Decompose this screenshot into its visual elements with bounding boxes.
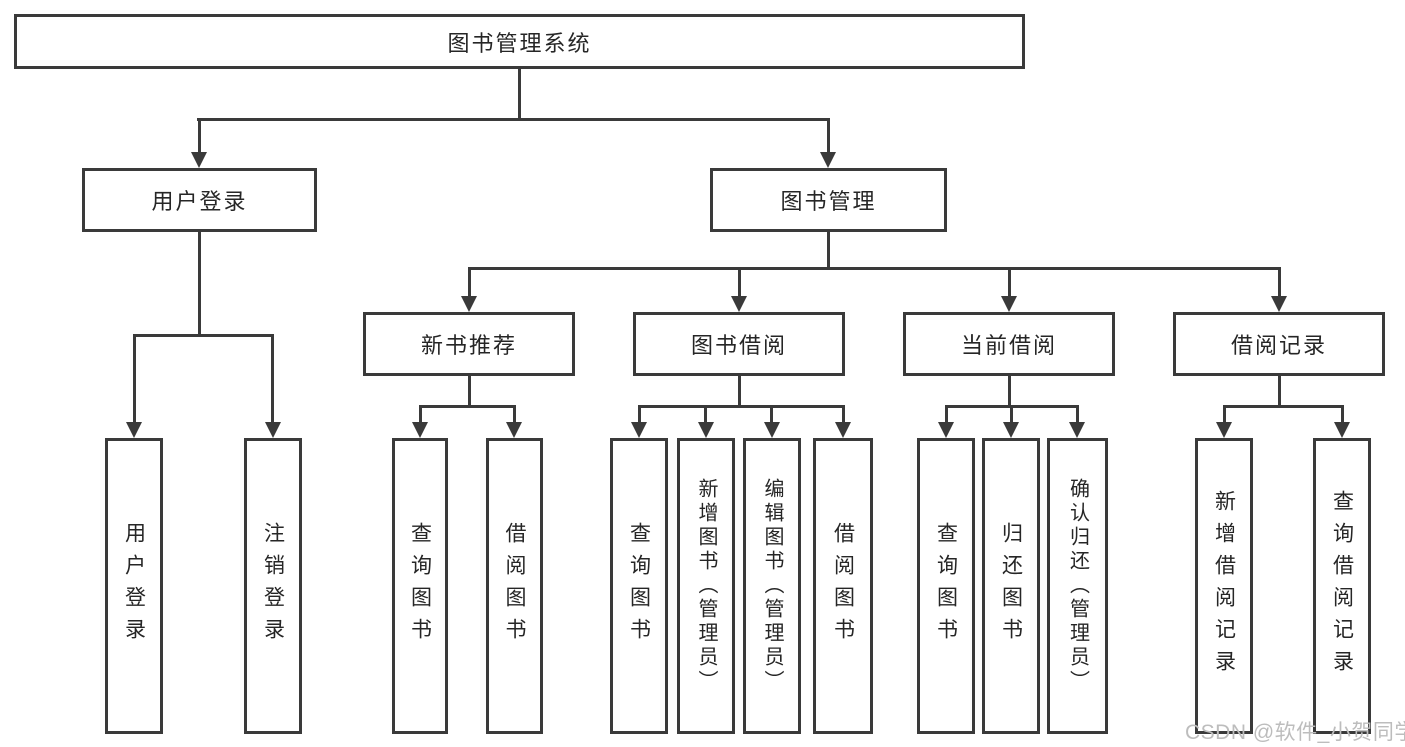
connector-to-cb-confirm — [1076, 405, 1079, 424]
leaf-nb-borrow-books: 借阅图书 — [486, 438, 543, 734]
connector-book-management-stem — [827, 232, 830, 269]
arrowhead-bb-edit — [764, 422, 780, 438]
connector-to-cb-return — [1010, 405, 1013, 424]
leaf-cb-confirm-return: 确认归还（管理员） — [1047, 438, 1108, 734]
arrowhead-cb-return — [1003, 422, 1019, 438]
node-root: 图书管理系统 — [14, 14, 1025, 69]
arrowhead-leaf-user-login — [126, 422, 142, 438]
leaf-bb-query-books: 查询图书 — [610, 438, 668, 734]
leaf-bb-add-books-label: 新增图书（管理员） — [695, 478, 717, 694]
connector-br-bar — [1223, 405, 1343, 408]
connector-to-bb-borrow — [842, 405, 845, 424]
connector-to-bb-edit — [770, 405, 773, 424]
connector-to-user-login — [198, 118, 201, 154]
leaf-nb-borrow-books-label: 借阅图书 — [503, 522, 526, 650]
leaf-nb-query-books: 查询图书 — [392, 438, 448, 734]
connector-br-stem — [1278, 376, 1281, 407]
leaf-cb-query-books: 查询图书 — [917, 438, 975, 734]
leaf-user-login: 用户登录 — [105, 438, 163, 734]
connector-to-nb-borrow — [513, 405, 516, 424]
leaf-br-add-record-label: 新增借阅记录 — [1212, 490, 1236, 682]
leaf-bb-edit-books: 编辑图书（管理员） — [743, 438, 801, 734]
arrowhead-book-management — [820, 152, 836, 168]
node-root-label: 图书管理系统 — [447, 30, 592, 56]
leaf-bb-query-books-label: 查询图书 — [627, 522, 651, 650]
leaf-user-login-label: 用户登录 — [122, 522, 146, 650]
connector-user-login-bar — [133, 334, 274, 337]
connector-to-leaf-logout — [271, 334, 274, 424]
leaf-nb-query-books-label: 查询图书 — [408, 522, 432, 650]
leaf-bb-borrow-books-label: 借阅图书 — [831, 522, 855, 650]
node-new-book-recommend-label: 新书推荐 — [420, 333, 517, 358]
leaf-cb-return-books: 归还图书 — [982, 438, 1040, 734]
connector-to-current-borrow — [1008, 267, 1011, 298]
connector-to-book-management — [827, 118, 830, 154]
connector-root-bar — [197, 118, 830, 121]
node-book-borrow-label: 图书借阅 — [690, 333, 787, 358]
connector-to-book-borrow — [738, 267, 741, 298]
node-borrow-records-label: 借阅记录 — [1230, 333, 1327, 358]
arrowhead-nb-query — [412, 422, 428, 438]
arrowhead-br-query — [1334, 422, 1350, 438]
arrowhead-nb-borrow — [506, 422, 522, 438]
arrowhead-book-borrow — [731, 296, 747, 312]
arrowhead-cb-confirm — [1069, 422, 1085, 438]
csdn-watermark: CSDN @软件_小贺同学 — [1185, 721, 1405, 744]
arrowhead-bb-borrow — [835, 422, 851, 438]
connector-cb-stem — [1008, 376, 1011, 407]
connector-nb-stem — [468, 376, 471, 407]
connector-bb-bar — [638, 405, 845, 408]
connector-to-borrow-records — [1278, 267, 1281, 298]
node-borrow-records: 借阅记录 — [1173, 312, 1385, 376]
arrowhead-bb-add — [698, 422, 714, 438]
connector-nb-bar — [419, 405, 516, 408]
leaf-bb-edit-books-label: 编辑图书（管理员） — [761, 478, 783, 694]
arrowhead-bb-query — [631, 422, 647, 438]
leaf-logout-label: 注销登录 — [261, 522, 285, 650]
connector-to-bb-add — [704, 405, 707, 424]
connector-to-cb-query — [945, 405, 948, 424]
arrowhead-leaf-logout — [265, 422, 281, 438]
connector-to-leaf-user-login — [133, 334, 136, 424]
leaf-bb-add-books: 新增图书（管理员） — [677, 438, 735, 734]
connector-book-management-bar — [468, 267, 1280, 270]
connector-to-nb-query — [419, 405, 422, 424]
connector-user-login-stem — [198, 232, 201, 336]
arrowhead-new-book-recommend — [461, 296, 477, 312]
leaf-bb-borrow-books: 借阅图书 — [813, 438, 873, 734]
leaf-br-add-record: 新增借阅记录 — [1195, 438, 1253, 734]
node-user-login: 用户登录 — [82, 168, 317, 232]
node-current-borrow: 当前借阅 — [903, 312, 1115, 376]
arrowhead-br-add — [1216, 422, 1232, 438]
connector-bb-stem — [738, 376, 741, 407]
node-book-management-label: 图书管理 — [780, 189, 877, 214]
node-new-book-recommend: 新书推荐 — [363, 312, 575, 376]
arrowhead-current-borrow — [1001, 296, 1017, 312]
node-user-login-label: 用户登录 — [151, 189, 248, 214]
connector-to-br-query — [1341, 405, 1344, 424]
connector-to-br-add — [1223, 405, 1226, 424]
node-book-borrow: 图书借阅 — [633, 312, 845, 376]
arrowhead-cb-query — [938, 422, 954, 438]
connector-to-new-book-recommend — [468, 267, 471, 298]
arrowhead-user-login — [191, 152, 207, 168]
leaf-br-query-record: 查询借阅记录 — [1313, 438, 1371, 734]
connector-root-stem — [518, 69, 521, 120]
leaf-cb-confirm-return-label: 确认归还（管理员） — [1066, 478, 1089, 694]
node-current-borrow-label: 当前借阅 — [960, 333, 1057, 358]
leaf-br-query-record-label: 查询借阅记录 — [1330, 490, 1354, 682]
arrowhead-borrow-records — [1271, 296, 1287, 312]
connector-to-bb-query — [638, 405, 641, 424]
node-book-management: 图书管理 — [710, 168, 947, 232]
leaf-cb-return-books-label: 归还图书 — [999, 522, 1023, 650]
leaf-logout: 注销登录 — [244, 438, 302, 734]
leaf-cb-query-books-label: 查询图书 — [934, 522, 958, 650]
